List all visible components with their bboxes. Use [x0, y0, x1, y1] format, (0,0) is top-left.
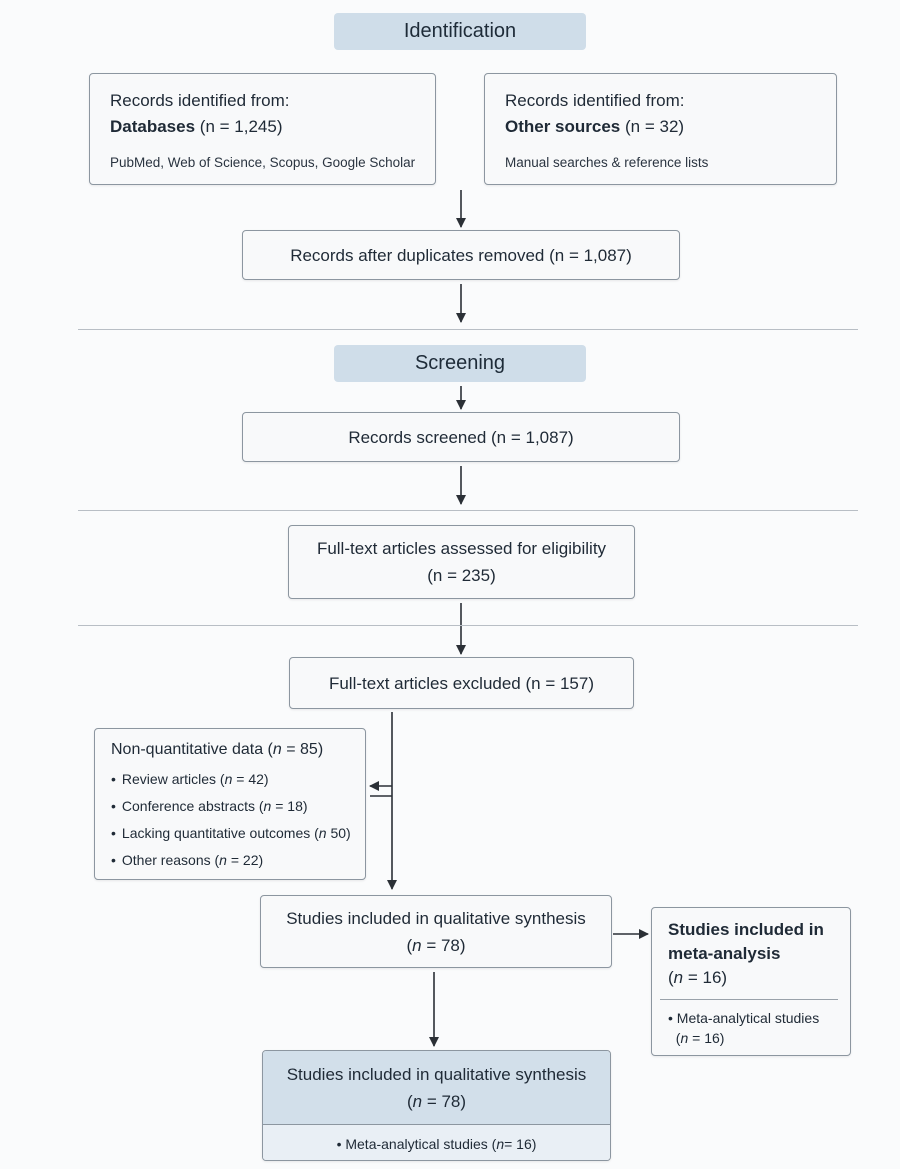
meta-analysis-count: (n = 16)	[668, 968, 728, 987]
list-item: Conference abstracts (n = 18)	[111, 793, 351, 820]
other-detail: Manual searches & reference lists	[505, 155, 709, 170]
qualitative-line1: Studies included in qualitative synthesi…	[286, 908, 586, 928]
other-line1: Records identified from:	[505, 91, 685, 110]
databases-detail: PubMed, Web of Science, Scopus, Google S…	[110, 155, 416, 170]
records-databases-box: Records identified from: Databases (n = …	[89, 73, 436, 185]
duplicates-removed-text: Records after duplicates removed (n = 1,…	[290, 245, 632, 265]
databases-line1: Records identified from:	[110, 91, 290, 110]
meta-analysis-divider	[660, 999, 838, 1000]
list-item: Other reasons (n = 22)	[111, 847, 351, 874]
phase-screening: Screening	[334, 345, 586, 382]
meta-analysis-box: Studies included in meta-analysis (n = 1…	[651, 907, 851, 1056]
final-included-box: Studies included in qualitative synthesi…	[262, 1050, 611, 1161]
final-included-header: Studies included in qualitative synthesi…	[263, 1051, 610, 1124]
divider-1	[78, 329, 858, 330]
databases-count: (n = 1,245)	[199, 117, 283, 136]
full-text-line1: Full-text articles assessed for eligibil…	[316, 539, 607, 558]
records-screened-text: Records screened (n = 1,087)	[348, 427, 574, 447]
full-text-excluded-text: Full-text articles excluded (n = 157)	[328, 673, 595, 693]
duplicates-removed-box: Records after duplicates removed (n = 1,…	[242, 230, 680, 280]
meta-analysis-title-2: meta-analysis	[668, 944, 781, 963]
other-count: (n = 32)	[625, 117, 685, 136]
final-line1: Studies included in qualitative synthesi…	[286, 1064, 587, 1084]
qualitative-count: (n = 78)	[406, 935, 466, 955]
list-item: Review articles (n = 42)	[111, 766, 351, 793]
qualitative-synthesis-box: Studies included in qualitative synthesi…	[260, 895, 612, 968]
full-text-assessed-box: Full-text articles assessed for eligibil…	[288, 525, 635, 599]
databases-label: Databases	[110, 117, 196, 136]
meta-analysis-item: • Meta-analytical studies (n = 16)	[668, 1010, 820, 1046]
exclusion-reasons-list: Review articles (n = 42) Conference abst…	[111, 766, 351, 874]
meta-analysis-title-1: Studies included in	[668, 920, 824, 939]
divider-2	[78, 510, 858, 511]
exclusion-reasons-box: Non-quantitative data (n = 85) Review ar…	[94, 728, 366, 880]
records-screened-box: Records screened (n = 1,087)	[242, 412, 680, 462]
exclusion-reasons-header: Non-quantitative data (n = 85)	[111, 741, 324, 758]
divider-3	[78, 625, 858, 626]
full-text-excluded-box: Full-text articles excluded (n = 157)	[289, 657, 634, 709]
final-included-item: • Meta-analytical studies (n = 16)	[263, 1124, 610, 1160]
full-text-line2: (n = 235)	[427, 566, 496, 585]
other-label: Other sources	[505, 117, 621, 136]
list-item: Lacking quantitative outcomes (n 50)	[111, 820, 351, 847]
phase-identification: Identification	[334, 13, 586, 50]
final-count: (n = 78)	[406, 1091, 467, 1111]
records-other-sources-box: Records identified from: Other sources (…	[484, 73, 837, 185]
